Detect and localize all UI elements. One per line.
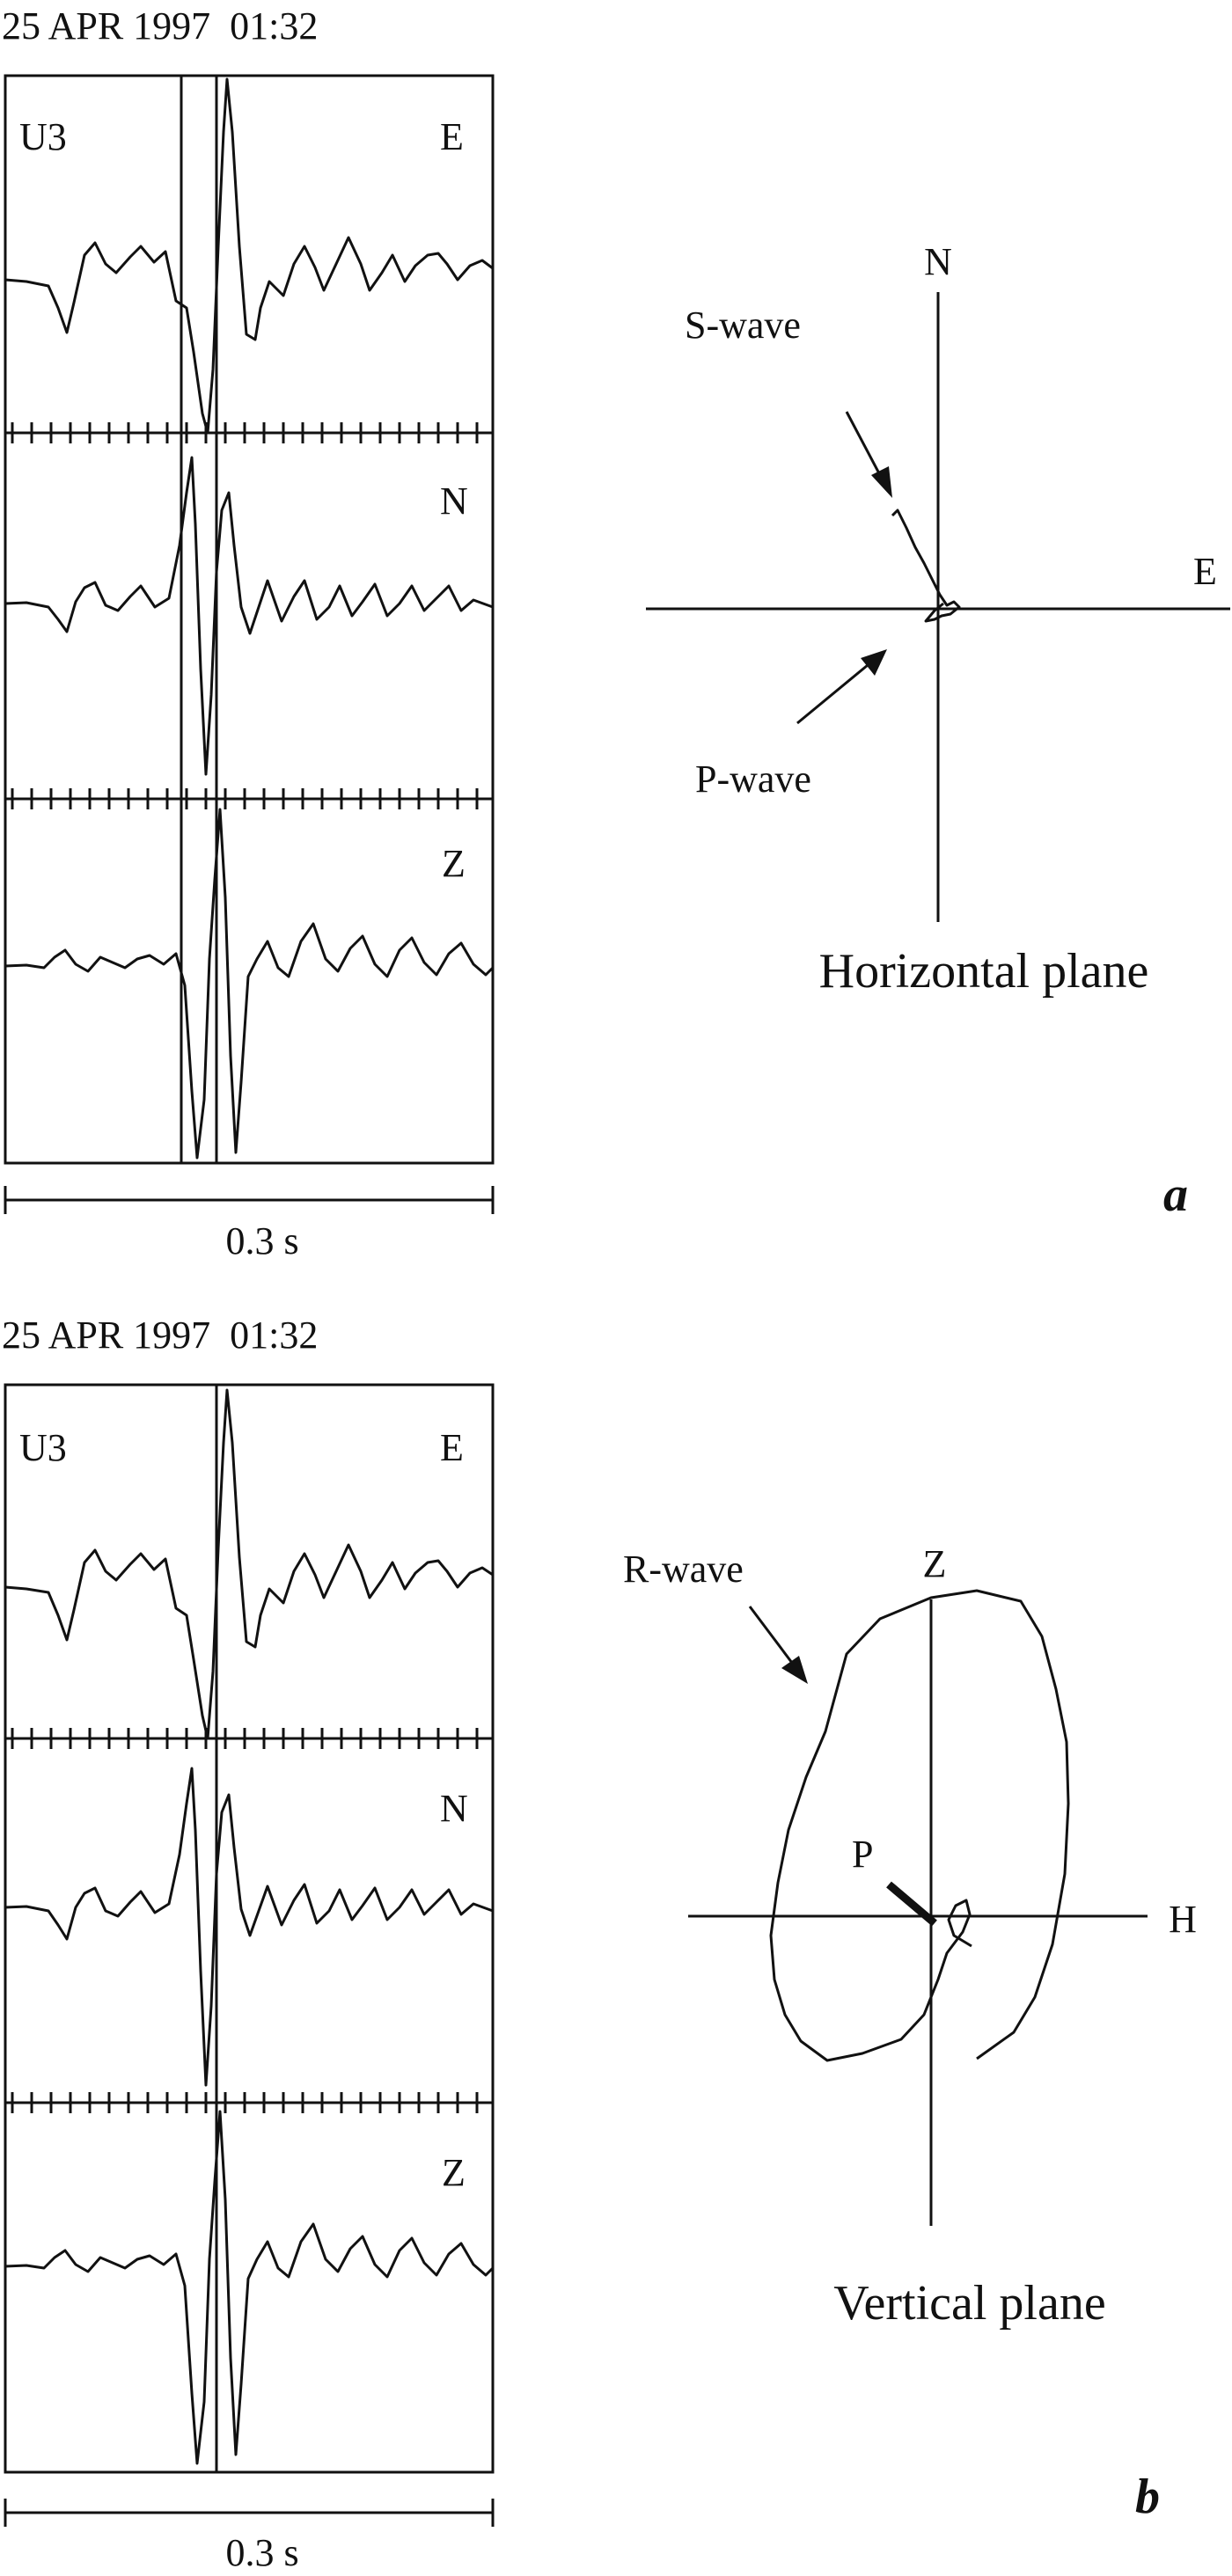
panel-a-particle-motion: N E S-wave P-wave Horizontal plane [646,240,1230,999]
panel-b-seismogram: U3 E N Z 0.3 s [4,1383,495,2574]
panel-b-particle-motion: Z H R-wave P Vertical plane [623,1542,1197,2331]
panel-a-trace-e [4,77,494,435]
panel-a-p-wave-arrowhead [861,649,887,676]
panel-a-tick-marks [11,422,479,809]
panel-b-station-label: U3 [19,1426,67,1469]
panel-b-scale-label: 0.3 s [225,2531,298,2574]
panel-a-seismogram: U3 E N Z 0.3 s [4,74,495,1262]
panel-a: 25 APR 1997 01:32 U3 E N Z 0.3 s [2,4,1230,1262]
panel-a-p-wave-arrow-shaft [796,663,869,725]
panel-a-trace-z [4,808,495,1160]
panel-b-letter: b [1135,2470,1160,2524]
panel-a-timestamp: 25 APR 1997 01:32 [2,4,318,48]
panel-b-scale-bar [4,2499,495,2527]
panel-b-component-n: N [440,1787,468,1830]
panel-b-timestamp: 25 APR 1997 01:32 [2,1314,318,1357]
panel-b-component-e: E [440,1426,464,1469]
panel-a-letter: a [1163,1167,1188,1222]
panel-a-axis-label-e: E [1193,550,1217,593]
panel-a-scale-label: 0.3 s [225,1219,298,1262]
panel-a-p-wave-label: P-wave [695,757,811,801]
panel-b-p-motion-segment [886,1881,937,1927]
panel-b: 25 APR 1997 01:32 U3 E N Z 0.3 s [2,1314,1197,2574]
panel-b-trace-e [4,1388,494,1740]
panel-b-trace-z [4,2110,495,2465]
panel-a-s-wave-label: S-wave [685,304,801,347]
panel-b-axis-label-z: Z [923,1542,947,1585]
panel-b-tick-marks [11,1728,479,2113]
panel-a-component-z: Z [442,842,466,885]
panel-a-component-n: N [440,479,468,523]
panel-b-trace-n [4,1767,494,2087]
panel-a-component-e: E [440,115,464,158]
panel-b-r-wave-label: R-wave [623,1548,744,1591]
panel-b-r-wave-orbit [769,1589,1070,2062]
panel-a-scale-bar [4,1186,495,1214]
panel-b-plane-title: Vertical plane [833,2276,1105,2331]
panel-a-s-wave-arrowhead [871,466,892,498]
panel-a-s-wave-arrow-shaft [845,411,882,476]
panel-b-axis-label-h: H [1169,1898,1197,1941]
panel-a-station-label: U3 [19,115,67,158]
panel-a-trace-frame [4,74,495,1165]
panel-a-axis-label-n: N [924,240,952,283]
panel-a-plane-title: Horizontal plane [819,944,1149,999]
panel-a-s-wave-motion-path [891,509,961,623]
panel-b-p-label: P [852,1833,873,1876]
panel-b-r-wave-arrowhead [781,1656,808,1684]
panel-a-trace-n [4,456,494,776]
panel-b-component-z: Z [442,2151,466,2194]
panel-b-r-wave-arrow-shaft [748,1606,794,1664]
panel-b-trace-frame [4,1383,495,2474]
